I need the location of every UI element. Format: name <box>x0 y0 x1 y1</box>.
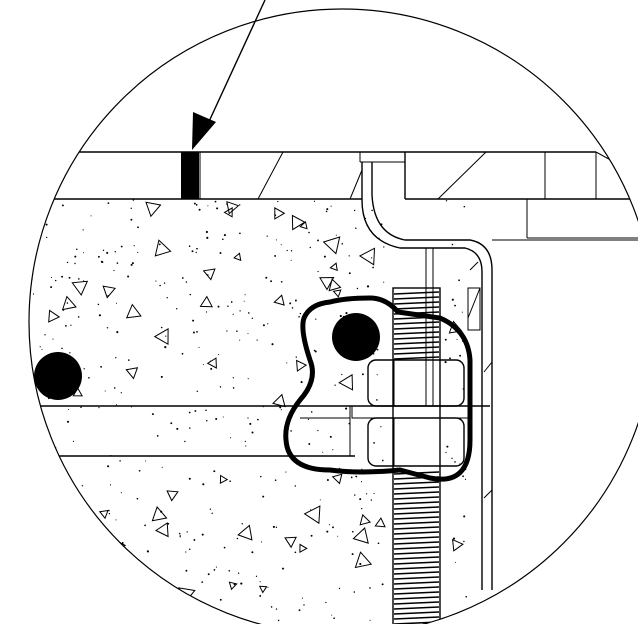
hex-nut-lower <box>367 417 465 467</box>
hex-nut-upper <box>367 359 465 407</box>
angle-bracket <box>361 162 638 590</box>
flexible-seal-loop <box>283 295 473 482</box>
reinforcing-bar-center <box>332 313 380 361</box>
reinforcing-bar-left <box>34 352 82 400</box>
detail-circle-border <box>28 8 638 624</box>
bracket-hatch <box>469 261 493 499</box>
leader-arrow <box>192 0 266 150</box>
concrete-slab <box>29 198 478 624</box>
detail-content <box>29 151 638 624</box>
sealant-strip <box>181 152 199 199</box>
